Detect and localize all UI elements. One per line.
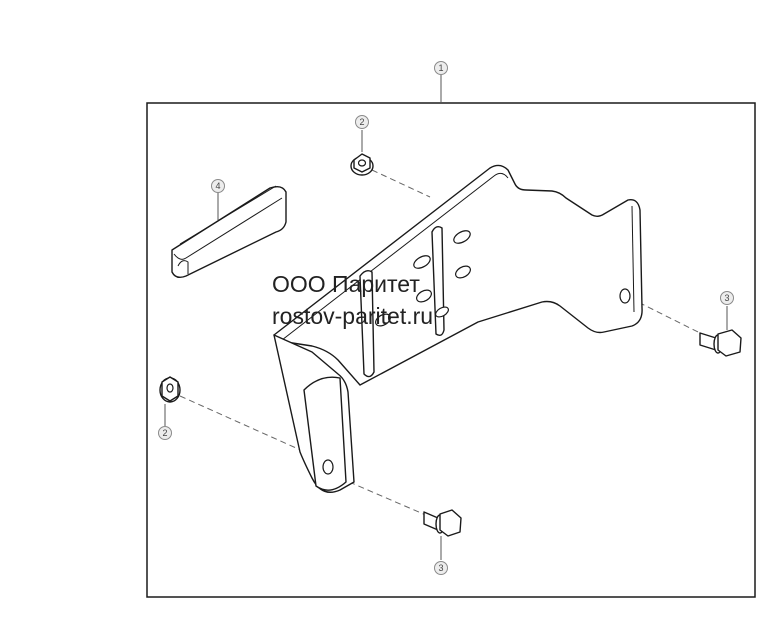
assembly-line-nut-top (371, 169, 431, 198)
flange-nut-left (159, 376, 181, 403)
flange-nut-top (350, 153, 374, 176)
assembly-line-nut-left (179, 395, 306, 453)
svg-text:2: 2 (162, 428, 167, 438)
flange-bolt-bottom (423, 509, 462, 537)
edge-trim-strip (171, 185, 287, 279)
callout-2-left: 2 (158, 404, 172, 440)
flange-bolt-right (699, 329, 742, 357)
callout-3-bottom: 3 (434, 536, 448, 575)
watermark: ООО Паритет rostov-paritet.ru (272, 268, 433, 332)
svg-text:3: 3 (438, 563, 443, 573)
callout-3-right: 3 (720, 291, 734, 330)
watermark-company: ООО Паритет (272, 271, 420, 297)
svg-text:2: 2 (359, 117, 364, 127)
assembly-line-bolt-right (629, 297, 709, 338)
svg-text:1: 1 (438, 63, 443, 73)
assembly-frame (146, 102, 756, 598)
mounting-bracket (273, 164, 643, 493)
callout-2-top: 2 (355, 115, 369, 152)
svg-text:4: 4 (215, 181, 220, 191)
watermark-website: rostov-paritet.ru (272, 303, 434, 329)
callout-1: 1 (434, 61, 448, 103)
assembly-line-bolt-bottom (339, 477, 429, 517)
callout-4: 4 (211, 179, 225, 220)
svg-text:3: 3 (724, 293, 729, 303)
